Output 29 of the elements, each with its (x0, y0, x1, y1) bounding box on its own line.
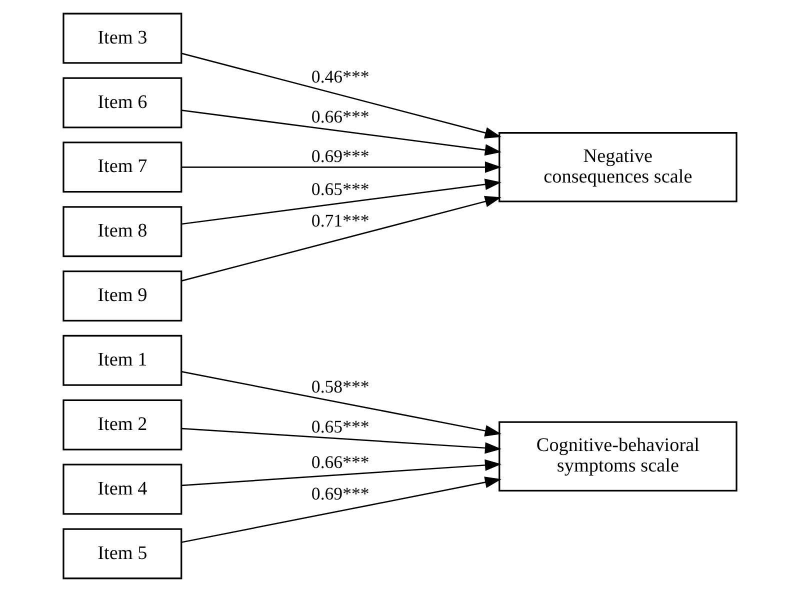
arrow (182, 371, 502, 436)
edge-label: 0.65*** (311, 179, 370, 200)
edge-label: 0.71*** (311, 210, 370, 231)
arrow (182, 178, 502, 225)
edge-label: 0.69*** (311, 483, 370, 504)
node-box: Item 1 (62, 334, 182, 386)
node-box: Item 8 (62, 206, 182, 258)
arrow (182, 196, 502, 282)
node-box: Item 9 (62, 270, 182, 322)
edge-label: 0.69*** (311, 146, 370, 166)
node-box: Negative consequences scale (498, 132, 738, 202)
arrow (182, 476, 502, 543)
node-box: Item 2 (62, 399, 182, 450)
edge-label: 0.65*** (311, 416, 370, 436)
arrow (182, 428, 502, 454)
node-box: Item 3 (62, 12, 182, 64)
edge-label: 0.66*** (311, 452, 370, 472)
node-box: Item 6 (62, 77, 182, 128)
arrow (182, 161, 502, 173)
node-box: Item 7 (62, 142, 182, 193)
arrow (182, 110, 502, 156)
arrow (182, 459, 502, 486)
edge-label: 0.58*** (311, 376, 370, 396)
edge-label: 0.46*** (311, 66, 370, 87)
arrow (182, 52, 502, 138)
node-box: Cognitive-behavioral symptoms scale (498, 421, 738, 492)
node-box: Item 4 (62, 464, 182, 515)
node-box: Item 5 (62, 528, 182, 580)
edge-label: 0.66*** (311, 106, 370, 126)
